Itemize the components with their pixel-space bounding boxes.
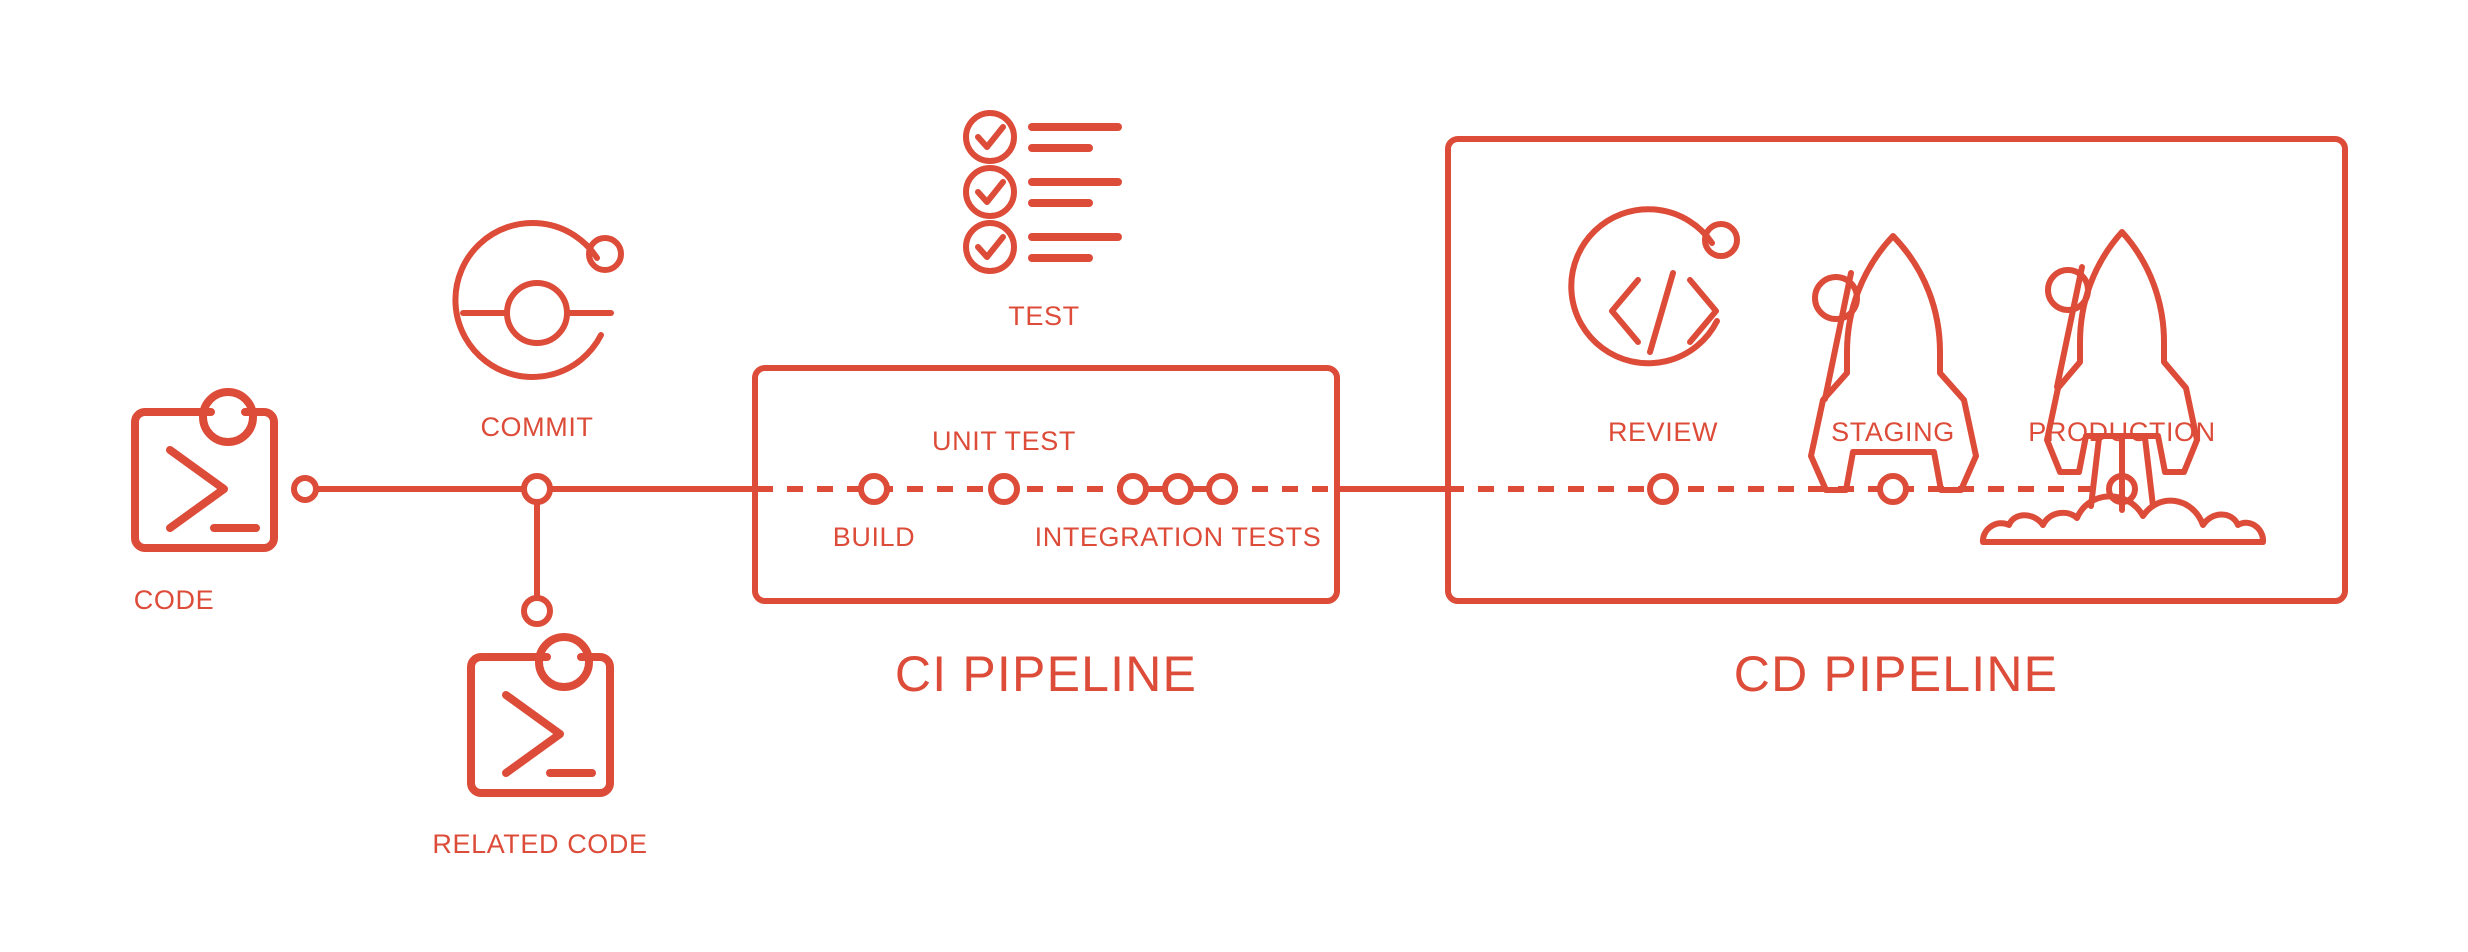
commit-label: COMMIT — [480, 412, 593, 442]
terminal-code-icon — [131, 388, 278, 552]
rocket-grounded-icon — [1808, 233, 1979, 493]
rail-node-integration-test-2[interactable] — [1162, 473, 1194, 505]
rail-node-commit[interactable] — [521, 473, 553, 505]
rail-node-integration-test-3[interactable] — [1206, 473, 1238, 505]
code-label: CODE — [134, 585, 214, 615]
related-code-label: RELATED CODE — [432, 829, 647, 859]
production-label: PRODUCTION — [2028, 417, 2216, 447]
rail-node-review[interactable] — [1647, 473, 1679, 505]
rail-node-code[interactable] — [291, 475, 319, 503]
unit-test-label: UNIT TEST — [932, 426, 1076, 456]
rail-node-unit-test[interactable] — [988, 473, 1020, 505]
test-label: TEST — [1008, 301, 1079, 331]
build-label: BUILD — [833, 522, 916, 552]
rail-node-staging[interactable] — [1877, 473, 1909, 505]
rail-node-integration-test-1[interactable] — [1117, 473, 1149, 505]
code-brackets-circle-icon — [1568, 206, 1740, 367]
staging-label: STAGING — [1831, 417, 1955, 447]
cd-pipeline-title: CD PIPELINE — [1734, 646, 2058, 702]
rail-node-related-code[interactable] — [521, 595, 553, 627]
terminal-code-icon-related — [467, 633, 614, 797]
rail-node-build[interactable] — [858, 473, 890, 505]
integration-tests-label: INTEGRATION TESTS — [1035, 522, 1322, 552]
ci-pipeline-box — [752, 365, 1340, 604]
checklist-icon — [963, 110, 1122, 274]
rocket-launching-icon — [1980, 229, 2266, 545]
ci-pipeline-title: CI PIPELINE — [895, 646, 1197, 702]
commit-orbit-icon — [452, 220, 624, 380]
cd-pipeline-box — [1445, 136, 2348, 604]
review-label: REVIEW — [1608, 417, 1718, 447]
